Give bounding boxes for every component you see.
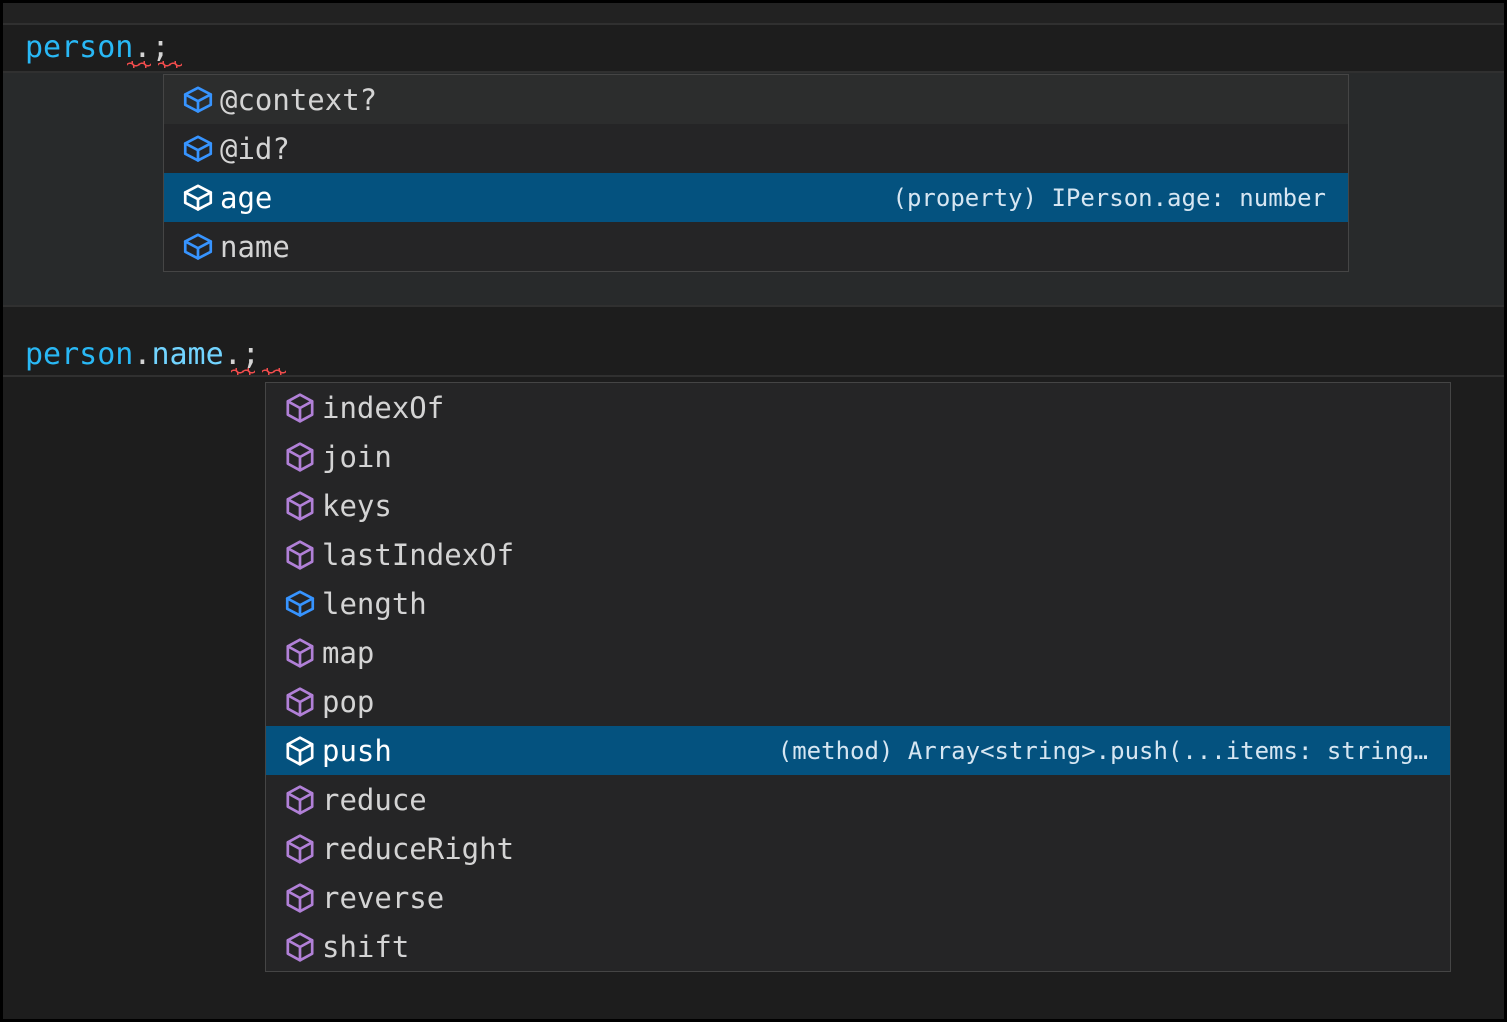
completion-item-label: age: [220, 180, 273, 215]
editor-separator: [3, 305, 1504, 307]
completion-popup-person[interactable]: @context? @id? age (property) IPerson.age: …: [163, 74, 1349, 272]
completion-item-label: name: [220, 229, 290, 264]
code-token-property: name: [151, 337, 224, 372]
method-cube-icon: [278, 778, 322, 822]
completion-item-label: reduce: [322, 782, 427, 817]
completion-item-keys[interactable]: keys: [266, 481, 1450, 530]
method-cube-icon: [278, 386, 322, 430]
code-token-punctuation: .: [223, 337, 242, 372]
completion-item-label: reverse: [322, 880, 445, 915]
method-cube-icon: [278, 876, 322, 920]
editor-separator: [3, 71, 1504, 73]
editor-band: [3, 25, 1504, 71]
completion-item-reverse[interactable]: reverse: [266, 873, 1450, 922]
completion-item-label: join: [322, 439, 392, 474]
code-token-object-identifier: person: [25, 337, 134, 372]
method-cube-icon: [278, 925, 322, 969]
completion-item-detail: (property) IPerson.age: number: [892, 183, 1326, 212]
code-token-punctuation: .: [133, 337, 152, 372]
completion-item-reduceright[interactable]: reduceRight: [266, 824, 1450, 873]
completion-item-reduce[interactable]: reduce: [266, 775, 1450, 824]
completion-item-context[interactable]: @context?: [164, 75, 1348, 124]
completion-item-map[interactable]: map: [266, 628, 1450, 677]
error-squiggle: [262, 368, 286, 375]
error-squiggle: [158, 61, 182, 68]
completion-item-age[interactable]: age (property) IPerson.age: number: [164, 173, 1348, 222]
code-line-1[interactable]: person.;: [25, 28, 170, 68]
completion-item-label: pop: [322, 684, 375, 719]
property-cube-icon: [176, 78, 220, 122]
property-cube-icon: [278, 582, 322, 626]
completion-item-label: shift: [322, 929, 410, 964]
code-token-punctuation: ;: [241, 337, 260, 372]
property-cube-icon: [176, 127, 220, 171]
completion-item-label: indexOf: [322, 390, 445, 425]
error-squiggle: [231, 368, 255, 375]
method-cube-icon: [278, 827, 322, 871]
completion-item-label: reduceRight: [322, 831, 515, 866]
completion-item-shift[interactable]: shift: [266, 922, 1450, 971]
completion-item-label: @id?: [220, 131, 290, 166]
error-squiggle: [127, 61, 151, 68]
editor-separator: [3, 23, 1504, 25]
editor-band: [3, 3, 1504, 23]
property-cube-icon: [176, 176, 220, 220]
completion-popup-person-name[interactable]: indexOf join keys lastIndexOf length map pop pu…: [265, 382, 1451, 972]
method-cube-icon: [278, 680, 322, 724]
completion-item-label: map: [322, 635, 375, 670]
completion-item-label: keys: [322, 488, 392, 523]
completion-item-label: lastIndexOf: [322, 537, 515, 572]
completion-item-push[interactable]: push (method) Array<string>.push(...items…: [266, 726, 1450, 775]
code-token-object-identifier: person: [25, 30, 134, 65]
completion-item-label: length: [322, 586, 427, 621]
completion-item-id[interactable]: @id?: [164, 124, 1348, 173]
method-cube-icon: [278, 533, 322, 577]
property-cube-icon: [176, 225, 220, 269]
completion-item-length[interactable]: length: [266, 579, 1450, 628]
code-token-punctuation: ;: [151, 30, 170, 65]
completion-item-indexof[interactable]: indexOf: [266, 383, 1450, 432]
completion-item-label: push: [322, 733, 392, 768]
method-cube-icon: [278, 484, 322, 528]
method-cube-icon: [278, 729, 322, 773]
completion-item-pop[interactable]: pop: [266, 677, 1450, 726]
completion-item-label: @context?: [220, 82, 378, 117]
completion-item-name[interactable]: name: [164, 222, 1348, 271]
code-line-2[interactable]: person.name.;: [25, 335, 260, 375]
editor-separator: [3, 375, 1504, 377]
completion-item-detail: (method) Array<string>.push(...items: st…: [777, 736, 1428, 765]
code-token-punctuation: .: [133, 30, 152, 65]
completion-item-join[interactable]: join: [266, 432, 1450, 481]
completion-item-lastindexof[interactable]: lastIndexOf: [266, 530, 1450, 579]
editor-band: [3, 307, 1504, 375]
editor-surface: person.; person.name.; @context?@id?age(…: [3, 3, 1504, 1019]
method-cube-icon: [278, 631, 322, 675]
method-cube-icon: [278, 435, 322, 479]
